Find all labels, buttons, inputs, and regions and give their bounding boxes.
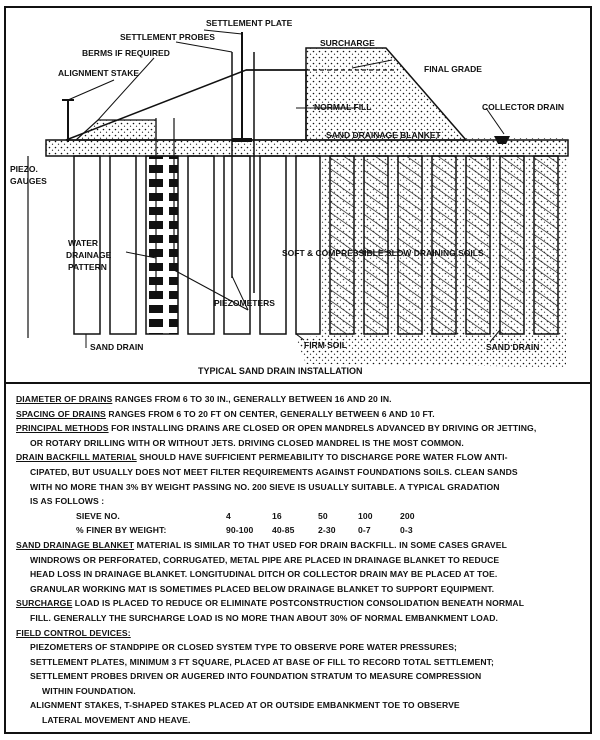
sieve-cell: 0-3 bbox=[400, 525, 413, 536]
sand-drain-column bbox=[259, 155, 287, 335]
sand-drain-column bbox=[187, 155, 215, 335]
note-surcharge-cont: FILL. GENERALLY THE SURCHARGE LOAD IS NO… bbox=[30, 612, 498, 623]
sieve-table: SIEVE No. 4 16 50 100 200 % FINER BY WEI… bbox=[16, 509, 586, 538]
note-term: DRAIN BACKFILL MATERIAL bbox=[16, 452, 137, 463]
label-sand-drainage-blanket: SAND DRAINAGE BLANKET bbox=[326, 130, 442, 140]
sieve-cell: 2-30 bbox=[318, 525, 336, 536]
note-field-item-cont: WITHIN FOUNDATION. bbox=[42, 685, 136, 696]
figure-frame: SETTLEMENT PLATE SETTLEMENT PROBES BERMS… bbox=[4, 6, 592, 734]
firm-soil-area bbox=[296, 330, 566, 368]
sand-drain-column bbox=[465, 155, 491, 335]
fill-surcharge bbox=[305, 47, 468, 141]
label-piezometers: PIEZOMETERS bbox=[214, 298, 275, 308]
label-water-drainage-pattern: WATER bbox=[68, 238, 98, 248]
note-methods-cont: OR ROTARY DRILLING WITH OR WITHOUT JETS.… bbox=[30, 437, 464, 448]
note-surcharge: SURCHARGE LOAD IS PLACED TO REDUCE OR EL… bbox=[16, 596, 586, 611]
note-backfill-cont: IS AS FOLLOWS : bbox=[30, 496, 105, 507]
label-piezo-gauges: PIEZO. bbox=[10, 164, 38, 174]
sieve-header: % FINER BY WEIGHT: bbox=[76, 525, 167, 536]
label-water-drainage-pattern: PATTERN bbox=[68, 262, 107, 272]
note-term: SURCHARGE bbox=[16, 598, 73, 609]
note-methods: PRINCIPAL METHODS FOR INSTALLING DRAINS … bbox=[16, 421, 586, 436]
label-soft-soils: SOFT & COMPRESSIBLE SLOW DRAINING SOILS bbox=[282, 248, 484, 258]
sieve-cell: 50 bbox=[318, 510, 328, 521]
note-backfill-cont: CIPATED, BUT USUALLY DOES NOT MEET FILTE… bbox=[30, 466, 518, 477]
section-divider bbox=[6, 382, 590, 384]
sand-drainage-blanket bbox=[45, 139, 569, 157]
note-text: LOAD IS PLACED TO REDUCE OR ELIMINATE PO… bbox=[72, 598, 525, 609]
label-normal-fill: NORMAL FILL bbox=[314, 102, 371, 112]
label-berms: BERMS IF REQUIRED bbox=[82, 48, 170, 58]
sieve-cell: 0-7 bbox=[358, 525, 371, 536]
label-firm-soil: FIRM SOIL bbox=[304, 340, 347, 350]
note-blanket-cont: WINDROWS OR PERFORATED, CORRUGATED, META… bbox=[30, 554, 500, 565]
sieve-cell: 100 bbox=[358, 510, 373, 521]
sand-drain-column bbox=[295, 155, 321, 335]
label-settlement-probes: SETTLEMENT PROBES bbox=[120, 32, 215, 42]
note-spacing: SPACING OF DRAINS RANGES FROM 6 TO 20 FT… bbox=[16, 407, 586, 422]
sand-drain-column bbox=[145, 155, 179, 335]
note-text: FOR INSTALLING DRAINS ARE CLOSED OR OPEN… bbox=[108, 423, 537, 434]
sand-drain-diagram: SETTLEMENT PLATE SETTLEMENT PROBES BERMS… bbox=[10, 18, 569, 376]
label-water-drainage-pattern: DRAINAGE bbox=[66, 250, 112, 260]
sand-drain-column bbox=[329, 155, 355, 335]
note-text: RANGES FROM 6 TO 20 FT ON CENTER, GENERA… bbox=[105, 408, 435, 419]
sand-drain-column bbox=[109, 155, 137, 335]
sieve-header: SIEVE No. bbox=[76, 510, 120, 521]
note-diameter: DIAMETER OF DRAINS RANGES FROM 6 TO 30 I… bbox=[16, 392, 586, 407]
label-surcharge: SURCHARGE bbox=[320, 38, 375, 48]
diagram-caption: TYPICAL SAND DRAIN INSTALLATION bbox=[198, 366, 363, 376]
settlement-plate bbox=[232, 138, 252, 142]
sand-drain-column bbox=[431, 155, 457, 335]
label-alignment-stake: ALIGNMENT STAKE bbox=[58, 68, 139, 78]
note-term: SAND DRAINAGE BLANKET bbox=[16, 539, 135, 550]
berm bbox=[74, 119, 157, 141]
label-final-grade: FINAL GRADE bbox=[424, 64, 482, 74]
note-term: SPACING OF DRAINS bbox=[16, 408, 106, 419]
sieve-cell: 16 bbox=[272, 510, 282, 521]
note-text: SHOULD HAVE SUFFICIENT PERMEABILITY TO D… bbox=[136, 452, 508, 463]
note-field-item: SETTLEMENT PLATES, MINIMUM 3 FT SQUARE, … bbox=[30, 656, 494, 667]
sieve-cell: 90-100 bbox=[226, 525, 254, 536]
notes-section: DIAMETER OF DRAINS RANGES FROM 6 TO 30 I… bbox=[16, 392, 586, 728]
note-term: FIELD CONTROL DEVICES: bbox=[16, 627, 131, 638]
note-field-item: PIEZOMETERS OF STANDPIPE OR CLOSED SYSTE… bbox=[30, 642, 457, 653]
note-backfill: DRAIN BACKFILL MATERIAL SHOULD HAVE SUFF… bbox=[16, 450, 586, 465]
note-term: PRINCIPAL METHODS bbox=[16, 423, 109, 434]
sand-drain-column bbox=[397, 155, 423, 335]
note-text: RANGES FROM 6 TO 30 IN., GENERALLY BETWE… bbox=[112, 394, 392, 404]
sand-drain-column bbox=[533, 155, 559, 335]
label-collector-drain: COLLECTOR DRAIN bbox=[482, 102, 564, 112]
note-blanket-cont: HEAD LOSS IN DRAINAGE BLANKET. LONGITUDI… bbox=[30, 569, 498, 580]
collector-drain bbox=[494, 136, 510, 144]
note-field-item: SETTLEMENT PROBES DRIVEN OR AUGERED INTO… bbox=[30, 671, 482, 682]
note-backfill-cont: WITH NO MORE THAN 3% BY WEIGHT PASSING N… bbox=[30, 481, 500, 492]
sieve-cell: 4 bbox=[226, 510, 231, 521]
note-field-item-cont: LATERAL MOVEMENT AND HEAVE. bbox=[42, 715, 191, 726]
note-blanket-cont: GRANULAR WORKING MAT IS SOMETIMES PLACED… bbox=[30, 583, 495, 594]
leader-lines bbox=[67, 29, 505, 348]
label-settlement-plate: SETTLEMENT PLATE bbox=[206, 18, 293, 28]
label-sand-drain-right: SAND DRAIN bbox=[486, 342, 539, 352]
sieve-cell: 200 bbox=[400, 510, 415, 521]
note-text: MATERIAL IS SIMILAR TO THAT USED FOR DRA… bbox=[134, 539, 507, 550]
label-sand-drain-left: SAND DRAIN bbox=[90, 342, 143, 352]
sieve-cell: 40-85 bbox=[272, 525, 295, 536]
note-field-item: ALIGNMENT STAKES, T-SHAPED STAKES PLACED… bbox=[30, 700, 460, 711]
sand-drain-column bbox=[499, 155, 525, 335]
label-piezo-gauges: GAUGES bbox=[10, 176, 47, 186]
note-term: DIAMETER OF DRAINS bbox=[16, 394, 113, 404]
note-field-control: FIELD CONTROL DEVICES: bbox=[16, 626, 586, 641]
sand-drain-column bbox=[363, 155, 389, 335]
note-blanket: SAND DRAINAGE BLANKET MATERIAL IS SIMILA… bbox=[16, 538, 586, 553]
sand-drains bbox=[73, 155, 559, 335]
